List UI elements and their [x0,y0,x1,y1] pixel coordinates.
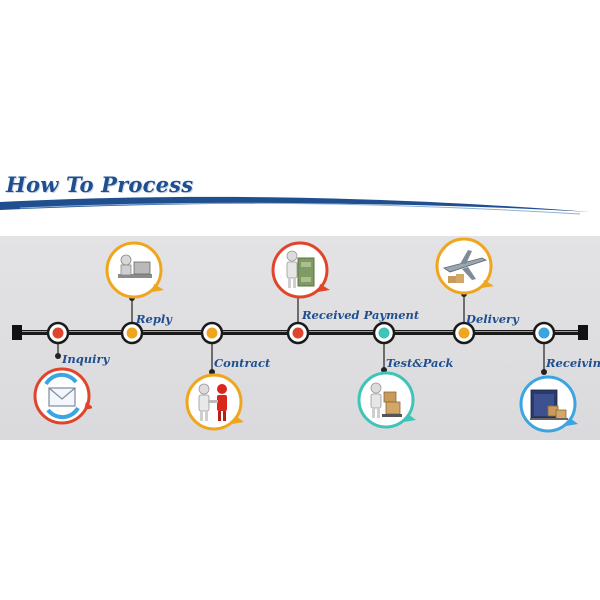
envelope-icon [33,367,92,425]
step-icon-reply [104,240,164,300]
warehouse-icon [519,375,578,433]
step-node-fill-contract [206,327,218,339]
step-node-fill-inquiry [52,327,64,339]
page-title: How To Process [6,172,194,197]
step-label-delivery: Delivery [466,312,519,326]
money-icon [271,241,330,299]
typing-person-icon [105,241,164,299]
step-icon-delivery [434,236,494,296]
step-label-receiving: Receiving [546,356,600,370]
step-icon-received-payment [270,240,330,300]
step-node-fill-receiving [538,327,550,339]
timeline-start-cap [12,325,22,340]
step-node-fill-received-payment [292,327,304,339]
timeline-end-cap [578,325,588,340]
step-label-received-payment: Received Payment [302,308,420,322]
handshake-icon [185,373,244,431]
step-icon-inquiry [32,366,92,426]
step-connector-dot-test-pack [381,367,387,373]
step-label-reply: Reply [136,312,172,326]
step-label-inquiry: Inquiry [62,352,110,366]
step-icon-receiving [518,374,578,434]
step-connector-dot-inquiry [55,353,61,359]
process-timeline [12,291,588,375]
step-connector-dot-contract [209,369,215,375]
step-label-contract: Contract [214,356,271,370]
title-swoosh [0,196,590,215]
step-icon-contract [184,372,244,432]
packing-person-icon [357,371,416,429]
step-connector-dot-receiving [541,369,547,375]
airplane-icon [435,237,494,295]
step-icon-test-pack [356,370,416,430]
step-node-fill-reply [126,327,138,339]
step-node-fill-delivery [458,327,470,339]
step-node-fill-test-pack [378,327,390,339]
step-label-test-pack: Test&Pack [386,356,454,370]
